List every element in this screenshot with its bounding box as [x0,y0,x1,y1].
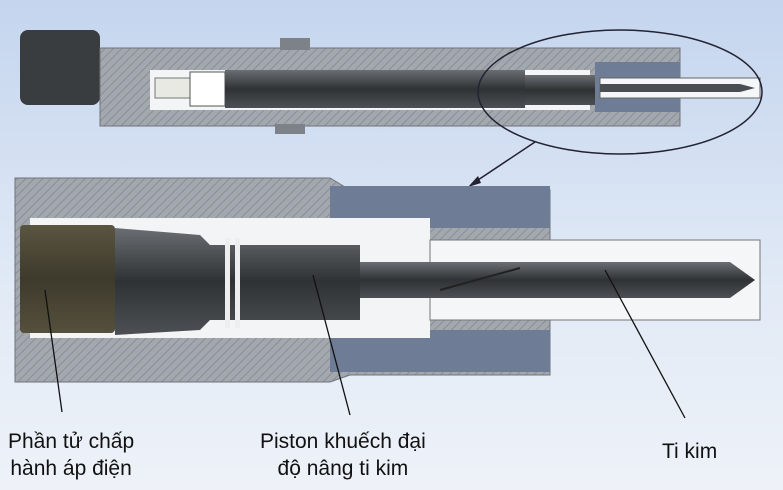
label-line: độ nâng ti kim [277,457,409,480]
label-line: Piston khuếch đại [260,430,426,453]
piezo-actuator [20,225,115,333]
label-line: Phần tử chấp [8,430,135,453]
label-line: hành áp điện [10,457,132,480]
label-amplifier-piston: Piston khuếch đại độ nâng ti kim [260,428,426,482]
needle [360,262,755,298]
zoom-arrow [471,141,536,185]
detail-highlight-ellipse [477,29,763,155]
injector-overview [20,29,763,187]
label-needle: Ti kim [662,440,718,463]
injector-detail [14,177,761,383]
label-piezo-actuator: Phần tử chấp hành áp điện [8,428,134,482]
